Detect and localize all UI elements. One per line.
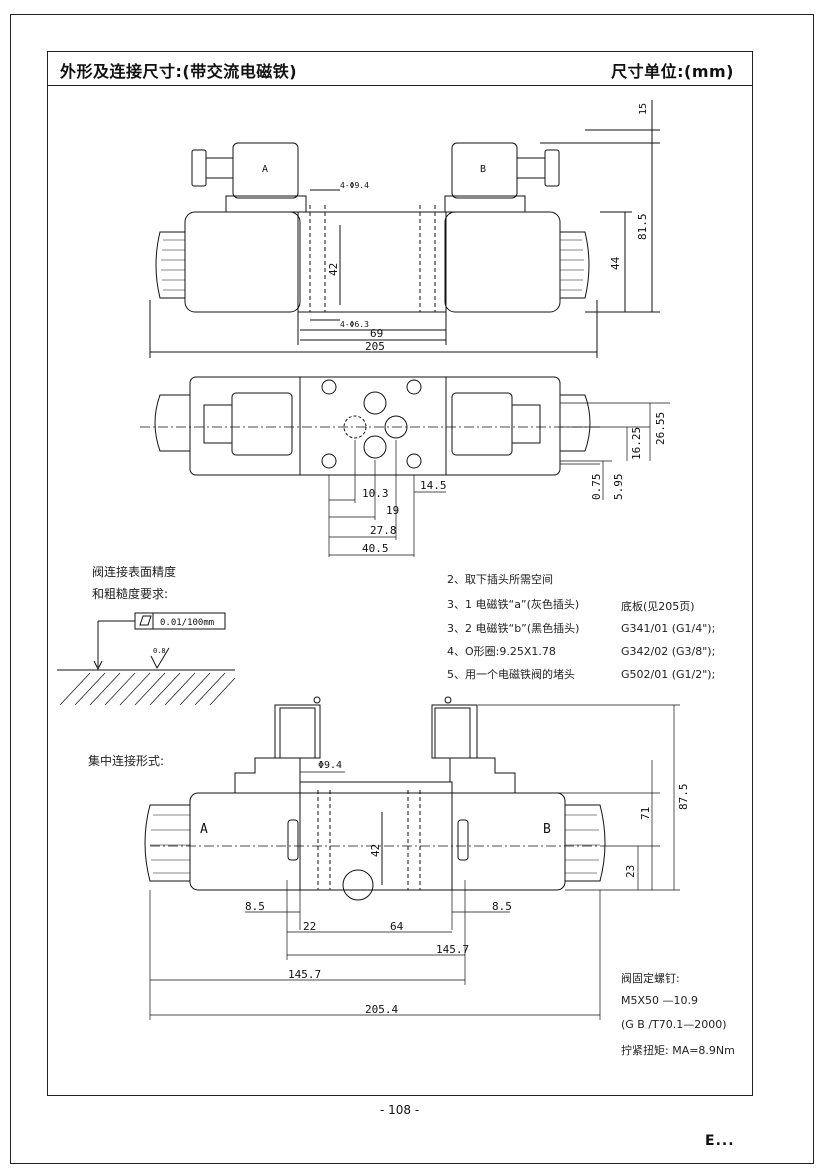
header-divider [47, 85, 753, 86]
plug-b-base [444, 195, 526, 213]
page-border [10, 14, 814, 1164]
note-5: 5、用一个电磁铁阀的堵头 [447, 668, 575, 681]
flatness-value: 0.01/100mm [160, 618, 214, 628]
surface-label-2: 和粗糙度要求: [92, 587, 169, 601]
base-plate-2: G341/01 (G1/4"); [621, 622, 716, 635]
side-body [189, 792, 566, 891]
side-plug-b [431, 704, 478, 759]
mount-hole-2 [406, 379, 422, 395]
port-b [384, 415, 408, 439]
unit-label: 尺寸单位:(mm) [611, 62, 734, 81]
knob-right [559, 231, 590, 299]
plug-a-base [225, 195, 307, 213]
base-plate-1: 底板(见205页) [621, 600, 695, 613]
note-2: 3、1 电磁铁“a”(灰色插头) [447, 598, 580, 611]
mount-hole-1 [321, 379, 337, 395]
brand-logo: E... [705, 1133, 735, 1149]
port-p [363, 391, 387, 415]
note-4: 4、O形圈:9.25X1.78 [447, 645, 556, 658]
note-1: 2、取下插头所需空间 [447, 573, 553, 586]
side-view-label: 集中连接形式: [88, 754, 165, 768]
mount-hole-3 [321, 453, 337, 469]
screw-torque: 拧紧扭矩: MA=8.9Nm [621, 1044, 735, 1057]
page-title: 外形及连接尺寸:(带交流电磁铁) [60, 62, 298, 81]
roughness-value: 0.8 [153, 647, 166, 655]
drawing-frame [47, 51, 753, 1096]
note-3: 3、2 电磁铁“b”(黑色插头) [447, 622, 580, 635]
side-valve-body [299, 781, 453, 891]
knob-left [155, 231, 186, 299]
screw-spec: M5X50 —10.9 [621, 994, 699, 1007]
screw-label: 阀固定螺钉: [621, 972, 680, 985]
surface-label-1: 阀连接表面精度 [92, 565, 177, 579]
valve-body [297, 211, 447, 313]
base-plate-3: G342/02 (G3/8"); [621, 645, 716, 658]
base-plate-4: G502/01 (G1/2"); [621, 668, 716, 681]
side-plug-a [274, 704, 321, 759]
screw-standard: (G B /T70.1—2000) [621, 1018, 727, 1031]
plan-interface [299, 376, 447, 476]
page-number: - 108 - [380, 1103, 420, 1117]
mount-hole-4 [406, 453, 422, 469]
port-t [363, 435, 387, 459]
surface-symbol: 0.01/100mm 0.8 [57, 612, 236, 706]
